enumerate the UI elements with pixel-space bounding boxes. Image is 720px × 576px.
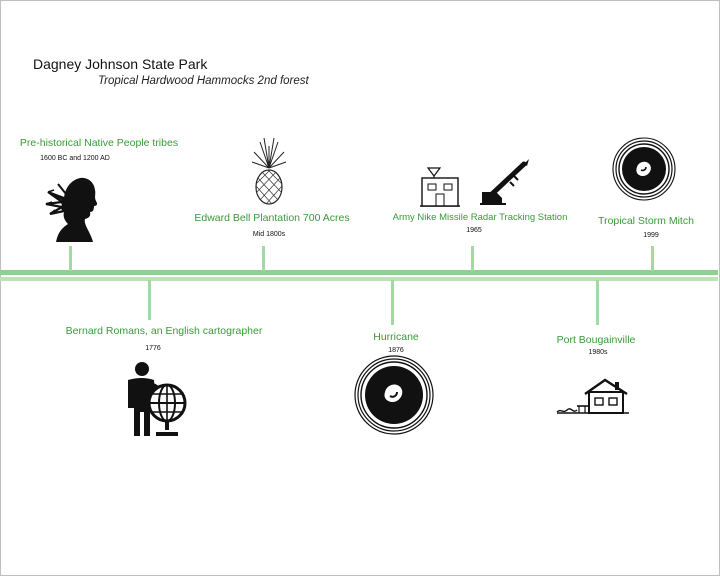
- radar-station-icon: [420, 167, 460, 207]
- event-date-nike-missile: 1965: [466, 227, 482, 234]
- event-date-port-bougainville: 1980s: [588, 349, 608, 356]
- event-label-bernard-romans: Bernard Romans, an English cartographer: [65, 325, 263, 337]
- event-date-storm-mitch: 1999: [643, 232, 659, 239]
- page-title: Dagney Johnson State Park: [33, 56, 208, 72]
- event-label-port-bougainville: Port Bougainville: [556, 334, 636, 346]
- timeline-tick: [651, 246, 654, 271]
- storm-icon: [612, 137, 676, 201]
- hurricane-icon: [354, 355, 434, 435]
- event-date-bernard-romans: 1776: [145, 345, 161, 352]
- event-label-hurricane: Hurricane: [373, 331, 419, 343]
- cartographer-globe-icon: [128, 362, 187, 436]
- page-subtitle: Tropical Hardwood Hammocks 2nd forest: [98, 75, 309, 87]
- event-label-nike-missile: Army Nike Missile Radar Tracking Station: [392, 212, 568, 223]
- timeline-tick: [148, 280, 151, 320]
- event-label-native-people: Pre-historical Native People tribes: [19, 137, 179, 149]
- event-date-native-people: 1600 BC and 1200 AD: [40, 155, 110, 162]
- pineapple-icon: [251, 138, 287, 205]
- event-label-plantation: Edward Bell Plantation 700 Acres: [194, 212, 350, 224]
- timeline-axis-shadow: [0, 277, 718, 281]
- event-date-plantation: Mid 1800s: [252, 231, 286, 238]
- timeline-axis: [0, 270, 718, 275]
- native-profile-icon: [45, 177, 98, 242]
- timeline-tick: [262, 246, 265, 271]
- event-date-hurricane: 1876: [388, 347, 404, 354]
- timeline-tick: [471, 246, 474, 271]
- house-icon: [556, 378, 629, 414]
- event-label-storm-mitch: Tropical Storm Mitch: [598, 215, 694, 227]
- timeline-tick: [596, 280, 599, 325]
- timeline-tick: [69, 246, 72, 271]
- missile-launcher-icon: [480, 159, 529, 205]
- timeline-tick: [391, 280, 394, 325]
